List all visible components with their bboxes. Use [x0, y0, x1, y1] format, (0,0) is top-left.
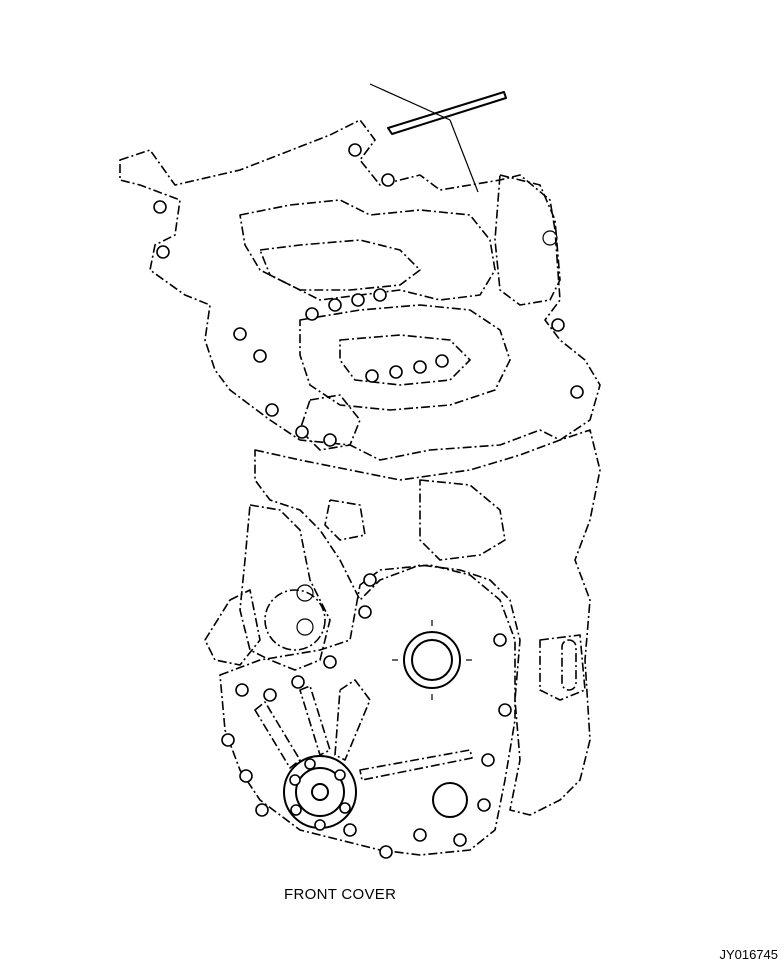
front-cover [219, 564, 516, 856]
gasket-callout [369, 83, 507, 193]
frame-bolts [153, 143, 584, 447]
diagram-caption: FRONT COVER [284, 886, 397, 903]
cover-bolts [221, 573, 512, 859]
upper-frame [119, 119, 601, 461]
drawing-number: JY016745 [719, 947, 778, 962]
gasket-strip [387, 91, 507, 135]
engine-block [204, 429, 601, 816]
